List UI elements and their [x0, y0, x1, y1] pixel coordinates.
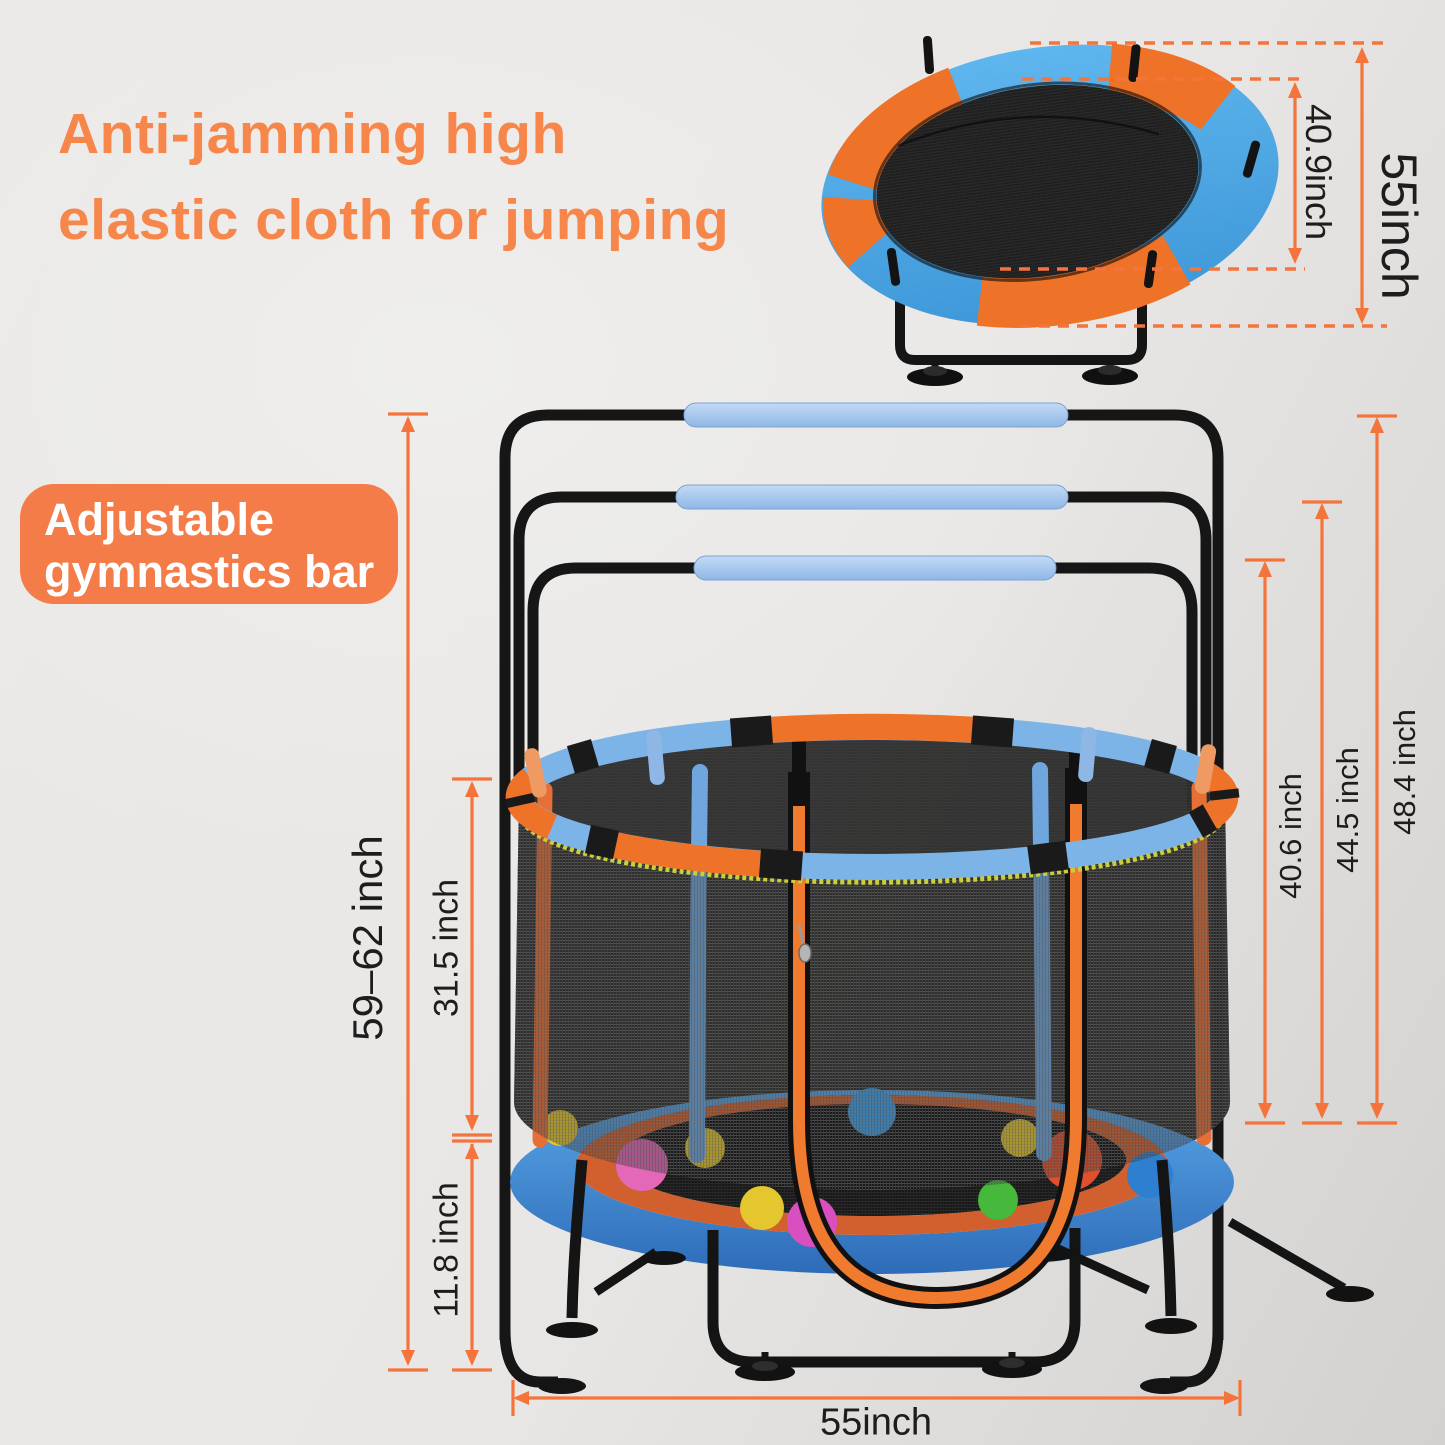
label-top-frame-diameter: 55inch	[1371, 152, 1427, 300]
zipper-pull	[797, 924, 812, 963]
label-mat-diameter: 40.9inch	[1298, 103, 1339, 241]
label-ground-clearance: 11.8 inch	[427, 1182, 466, 1318]
mini-feet	[907, 365, 1138, 386]
frame-right-foot-tube	[1170, 1329, 1224, 1388]
headline-line2: elastic cloth for jumping	[58, 187, 730, 252]
label-bar-height-high: 48.4 inch	[1387, 709, 1422, 835]
label-net-height: 31.5 inch	[427, 879, 466, 1017]
dimension-annotations	[388, 41, 1397, 1416]
label-overall-height: 59–62 inch	[344, 835, 391, 1041]
badge-line2: gymnastics bar	[44, 546, 375, 598]
frame-feet	[538, 1378, 1188, 1394]
frame-left-foot-tube	[499, 1329, 558, 1388]
mini-trampoline	[821, 35, 1279, 386]
gym-bar-grips	[675, 402, 1069, 581]
feature-badge: Adjustable gymnastics bar	[20, 484, 398, 604]
trampoline-feet	[546, 1247, 1374, 1381]
grip-top	[683, 402, 1069, 428]
label-base-width: 55inch	[820, 1401, 932, 1444]
enclosure-top-ring	[504, 713, 1240, 881]
headline-line1: Anti-jamming high	[58, 102, 567, 166]
grip-low	[693, 555, 1057, 581]
mini-pole-stubs	[886, 35, 1261, 288]
main-trampoline	[504, 713, 1374, 1381]
label-bar-height-mid: 44.5 inch	[1330, 747, 1365, 873]
label-bar-height-low: 40.6 inch	[1273, 773, 1308, 899]
yellow-trim	[518, 813, 1226, 885]
dimension-arrowheads	[401, 47, 1384, 1405]
ring-connector-sleeves	[504, 715, 1240, 881]
mini-mat-seam	[897, 115, 1160, 147]
grip-mid	[675, 484, 1069, 510]
entry-door	[788, 738, 1087, 1310]
badge-line1: Adjustable	[44, 494, 275, 545]
headline: Anti-jamming high elastic cloth for jump…	[58, 92, 729, 263]
pole-caps	[524, 727, 1217, 798]
